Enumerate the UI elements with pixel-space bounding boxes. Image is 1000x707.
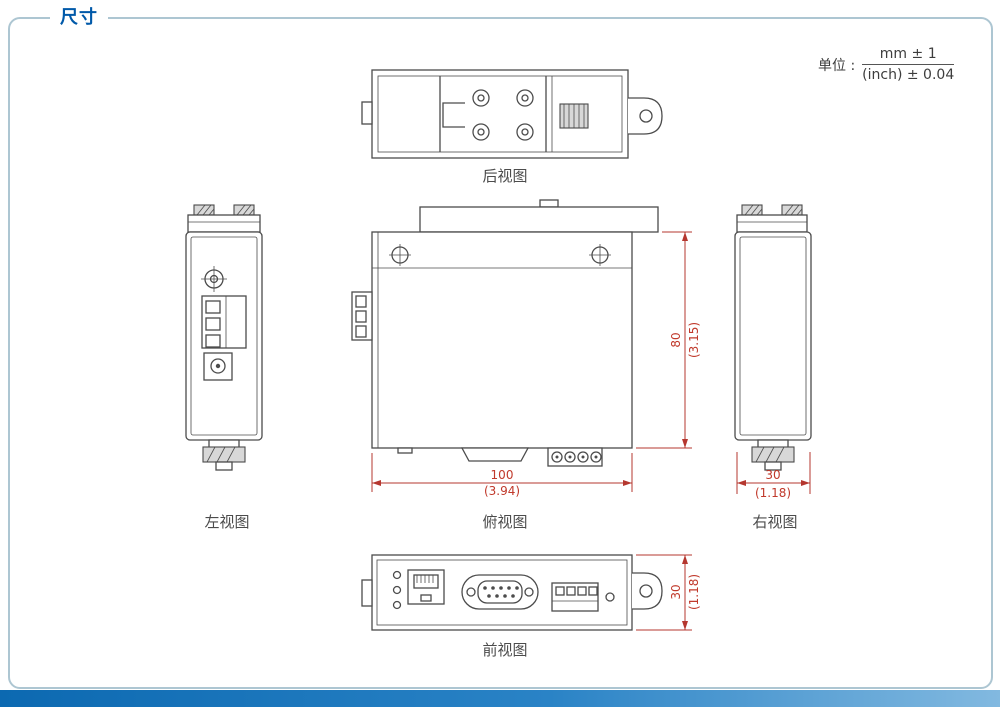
din-rail-plate — [439, 76, 553, 152]
terminal-block-front — [551, 582, 599, 612]
terminal-connector-left — [351, 291, 373, 341]
left-device-body — [185, 231, 263, 441]
unit-imperial: (inch) ± 0.04 — [862, 67, 955, 83]
dimension-height-30: 30 (1.18) — [636, 554, 701, 631]
dimension-height-80: 80 (3.15) — [636, 231, 701, 449]
din-clip-bottom — [751, 439, 795, 471]
db9-connector-top — [460, 447, 530, 462]
reset-button-hole — [605, 592, 615, 602]
dim-height-mm: 30 — [669, 584, 683, 599]
din-clip-spring — [559, 103, 589, 129]
rear-view-label: 后视图 — [482, 167, 528, 185]
dimension-width-100: 100 (3.94) — [371, 453, 633, 498]
dim-width-mm: 30 — [765, 468, 780, 482]
screw-left-icon — [389, 244, 411, 266]
footer-bar — [0, 690, 1000, 707]
top-view-label: 俯视图 — [482, 513, 528, 531]
left-view-label: 左视图 — [204, 513, 250, 531]
dim-width-inch: (1.18) — [755, 486, 791, 500]
right-view-drawing: 30 (1.18) — [734, 204, 812, 500]
rear-view-drawing — [361, 69, 663, 159]
mounting-ear — [628, 97, 663, 135]
front-view-drawing: 30 (1.18) — [361, 554, 701, 631]
dimension-width-30: 30 (1.18) — [736, 452, 811, 500]
grounding-screw — [201, 266, 227, 292]
db9-connector — [461, 574, 539, 610]
content-frame — [8, 17, 993, 689]
right-device-body — [734, 231, 812, 441]
unit-metric: mm ± 1 — [862, 46, 955, 65]
unit-label: 单位 : — [818, 57, 856, 74]
top-view-drawing: 80 (3.15) 100 (3.94) — [351, 199, 701, 498]
left-view-drawing — [185, 204, 263, 471]
din-clip-bottom — [202, 439, 246, 471]
terminal-block-top — [547, 447, 603, 467]
right-view-label: 右视图 — [752, 513, 798, 531]
terminal-block-side — [201, 295, 247, 349]
din-bracket-top — [419, 199, 659, 233]
din-clip-top — [187, 204, 261, 233]
dim-height-mm: 80 — [669, 332, 683, 347]
rj45-port — [407, 569, 445, 605]
dim-height-inch: (1.18) — [687, 574, 701, 610]
led-indicators — [392, 570, 402, 610]
front-view-label: 前视图 — [482, 641, 528, 659]
bottom-tab — [397, 447, 413, 454]
unit-note: 单位 : mm ± 1 (inch) ± 0.04 — [818, 46, 955, 83]
mounting-ear — [632, 572, 663, 610]
top-device-body — [371, 231, 633, 449]
dim-height-inch: (3.15) — [687, 322, 701, 358]
dim-width-mm: 100 — [491, 468, 514, 482]
unit-fraction: mm ± 1 (inch) ± 0.04 — [862, 46, 955, 83]
din-clip-top — [736, 204, 808, 233]
power-jack — [203, 352, 233, 381]
screw-right-icon — [589, 244, 611, 266]
dim-width-inch: (3.94) — [484, 484, 520, 498]
section-title: 尺寸 — [50, 3, 108, 29]
